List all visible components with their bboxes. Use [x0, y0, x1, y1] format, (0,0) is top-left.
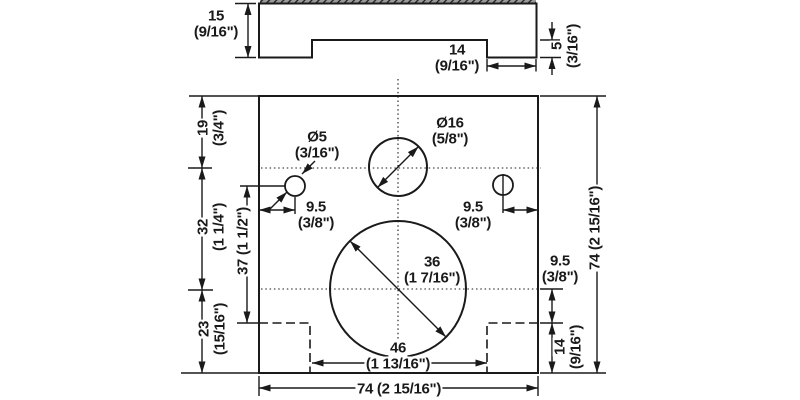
dim-value: 32 [194, 217, 212, 237]
dim-inch: (3/16") [564, 22, 581, 70]
pilot-right-edge-label: 9.5 (3/8") [453, 198, 492, 231]
dim-value: 9.5 [548, 252, 572, 270]
cup-dia-label: 36 (1 7/16") [402, 253, 462, 286]
center-hole-circle [368, 137, 428, 197]
profile-view [235, 0, 561, 75]
dim-inch: (5/8") [430, 130, 470, 147]
bottom-offset-label: 23 (15/16") [195, 301, 228, 357]
notch-hidden-left [259, 322, 311, 373]
dim-value: Ø5 [305, 128, 329, 146]
dim-value: 36 [422, 253, 442, 271]
dim-inch: (3/8") [454, 214, 492, 231]
cup-center-offset-label: 37 (1 1/2") [234, 205, 252, 277]
dim-inch: (9/16") [193, 23, 239, 40]
center-hole-diameter-arrow [377, 146, 419, 188]
plate-profile-outline [258, 2, 538, 59]
center-hole-dia-label: Ø16 (5/8") [430, 114, 470, 147]
dim-inch: (9/16") [434, 57, 480, 74]
dim-inch: (1 13/16") [364, 355, 432, 372]
profile-height-dim [235, 2, 256, 59]
mounting-surface-hatch [260, 0, 536, 4]
dim-value: 14 [551, 337, 569, 357]
profile-step-dim [540, 22, 561, 75]
pilot-hole-dia-label: Ø5 (3/16") [293, 128, 341, 161]
dim-inch: (1 1/4") [210, 201, 227, 253]
dim-value: 37 (1 1/2") [234, 205, 252, 277]
dim-value: 74 (2 15/16") [586, 184, 604, 272]
dim-value: 19 [194, 118, 212, 138]
cup-edge-offset-label: 9.5 (3/8") [540, 252, 580, 285]
profile-height-label: 15 (9/16") [192, 7, 239, 40]
pilot-left-edge-label: 9.5 (3/8") [296, 198, 335, 231]
profile-tab-dim [486, 59, 537, 72]
dim-inch: (3/4") [210, 108, 227, 148]
dim-value: Ø16 [434, 114, 466, 132]
pilot-hole-leader-upper [301, 160, 316, 175]
notch-height-label: 14 (9/16") [551, 323, 584, 371]
dim-inch: (3/8") [297, 214, 335, 231]
profile-step-label: 5 (3/16") [548, 22, 581, 70]
profile-tab-label: 14 (9/16") [433, 41, 480, 74]
dim-value: 9.5 [463, 198, 483, 216]
dim-value: 74 (2 15/16") [355, 380, 443, 398]
dim-value: 14 [448, 41, 466, 59]
plate-width-label: 74 (2 15/16") [355, 380, 443, 398]
dim-value: 15 [207, 7, 225, 25]
top-offset-label: 19 (3/4") [194, 108, 227, 148]
dim-value: 5 [548, 40, 566, 52]
cup-diameter-arrow [349, 240, 447, 338]
plate-height-label: 74 (2 15/16") [586, 184, 604, 272]
dim-value: 46 [388, 339, 408, 357]
dim-inch: (1 7/16") [402, 269, 462, 286]
dim-value: 23 [195, 319, 213, 339]
dim-inch: (3/8") [540, 268, 580, 285]
dim-value: 9.5 [306, 198, 326, 216]
dim-inch: (15/16") [211, 301, 228, 357]
dim-inch: (3/16") [293, 144, 341, 161]
dim-inch: (9/16") [567, 323, 584, 371]
notch-span-label: 46 (1 13/16") [364, 339, 432, 372]
row-spacing-label: 32 (1 1/4") [194, 201, 227, 253]
notch-hidden-right [486, 322, 538, 373]
